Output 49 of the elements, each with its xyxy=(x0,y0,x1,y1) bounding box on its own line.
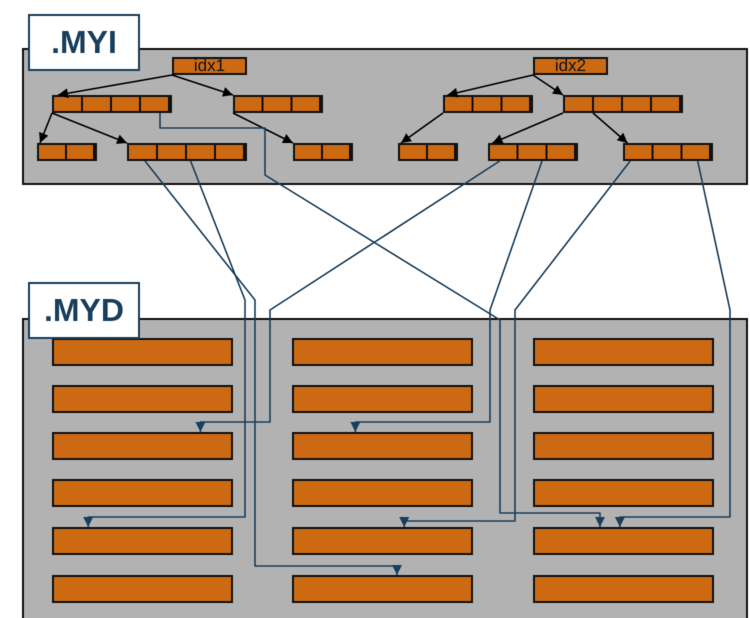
index-page xyxy=(563,95,683,113)
data-record xyxy=(533,385,714,413)
data-record xyxy=(292,479,473,507)
index-page xyxy=(37,143,97,161)
index-root-entry: idx1 xyxy=(172,57,247,75)
arrow xyxy=(399,160,631,527)
index-page xyxy=(127,143,247,161)
data-record xyxy=(292,575,473,603)
arrow xyxy=(195,160,500,432)
index-page xyxy=(293,143,353,161)
arrow xyxy=(159,113,605,527)
arrow xyxy=(400,112,444,144)
arrow xyxy=(172,74,234,97)
arrow xyxy=(83,160,246,527)
arrow xyxy=(144,160,402,575)
arrow xyxy=(350,160,543,432)
arrow xyxy=(52,112,128,144)
file-label: .MYI xyxy=(28,14,140,71)
data-record xyxy=(533,479,714,507)
arrow xyxy=(447,74,534,98)
file-label: .MYD xyxy=(28,282,140,339)
arrow xyxy=(232,112,294,144)
arrow xyxy=(614,160,731,527)
data-record xyxy=(52,338,233,366)
index-page xyxy=(398,143,458,161)
index-page xyxy=(488,143,578,161)
arrow xyxy=(39,112,53,144)
data-record xyxy=(52,479,233,507)
data-record xyxy=(52,575,233,603)
arrow xyxy=(592,112,628,144)
data-record xyxy=(533,527,714,555)
data-record xyxy=(533,432,714,460)
index-page xyxy=(52,95,172,113)
index-page xyxy=(623,143,713,161)
arrow xyxy=(492,112,564,144)
data-record xyxy=(52,527,233,555)
index-root-entry: idx2 xyxy=(533,57,608,75)
arrow xyxy=(532,74,564,96)
arrow xyxy=(58,74,172,98)
data-record xyxy=(292,527,473,555)
index-page xyxy=(233,95,323,113)
data-record xyxy=(292,432,473,460)
data-record xyxy=(533,575,714,603)
data-record xyxy=(292,338,473,366)
data-record xyxy=(533,338,714,366)
data-record xyxy=(292,385,473,413)
data-record xyxy=(52,432,233,460)
index-page xyxy=(443,95,533,113)
data-record xyxy=(52,385,233,413)
